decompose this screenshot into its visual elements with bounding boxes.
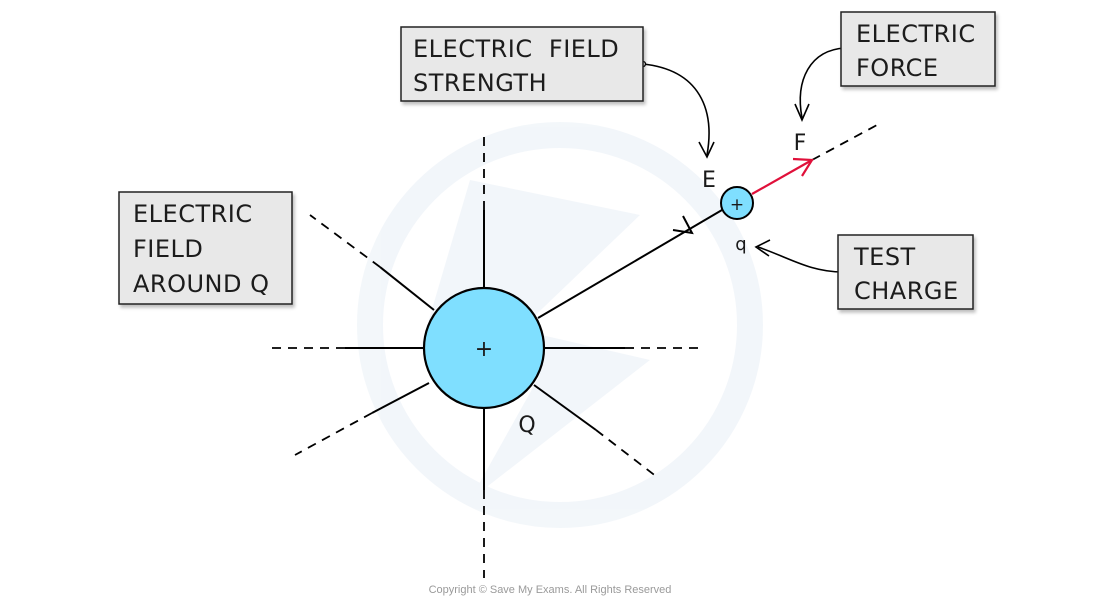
force-arrow xyxy=(751,157,814,195)
electric-force-box: ELECTRIC FORCE xyxy=(840,11,996,87)
field-direction-arrowhead xyxy=(672,215,694,235)
field-lines xyxy=(345,209,723,490)
field-strength-symbol: E xyxy=(702,168,716,193)
test-charge-line-2: CHARGE xyxy=(854,277,959,305)
field-line-upper-left xyxy=(379,266,435,311)
test-charge-label: q xyxy=(735,234,746,255)
copyright-notice: Copyright © Save My Exams. All Rights Re… xyxy=(429,584,672,596)
electric-force-line-1: ELECTRIC xyxy=(856,20,976,48)
field-line-to-test-charge xyxy=(537,209,723,319)
electric-force-line-2: FORCE xyxy=(856,54,939,82)
field-around-q-line-1: ELECTRIC xyxy=(133,200,253,228)
field-line-extensions xyxy=(265,124,878,578)
field-strength-line-2: STRENGTH xyxy=(413,69,547,97)
force-symbol: F xyxy=(794,131,807,156)
field-line-lower-left xyxy=(371,382,430,414)
source-charge-label: Q xyxy=(518,413,535,438)
field-line-lower-right xyxy=(533,384,597,431)
field-strength-line-1: ELECTRIC FIELD xyxy=(413,35,619,63)
source-charge-sign: + xyxy=(475,337,493,362)
test-charge: + xyxy=(720,186,754,220)
source-charge: + xyxy=(422,286,546,410)
field-around-q-line-2: FIELD xyxy=(133,235,203,263)
field-strength-box: ELECTRIC FIELD STRENGTH xyxy=(400,26,644,102)
callout-curves xyxy=(642,47,846,273)
test-charge-line-1: TEST xyxy=(853,243,916,271)
watermark-logo xyxy=(357,122,763,528)
test-charge-box: TEST CHARGE xyxy=(837,234,974,310)
field-around-q-box: ELECTRIC FIELD AROUND Q xyxy=(118,191,293,305)
field-around-q-line-3: AROUND Q xyxy=(133,270,270,298)
test-charge-sign: + xyxy=(730,195,744,215)
